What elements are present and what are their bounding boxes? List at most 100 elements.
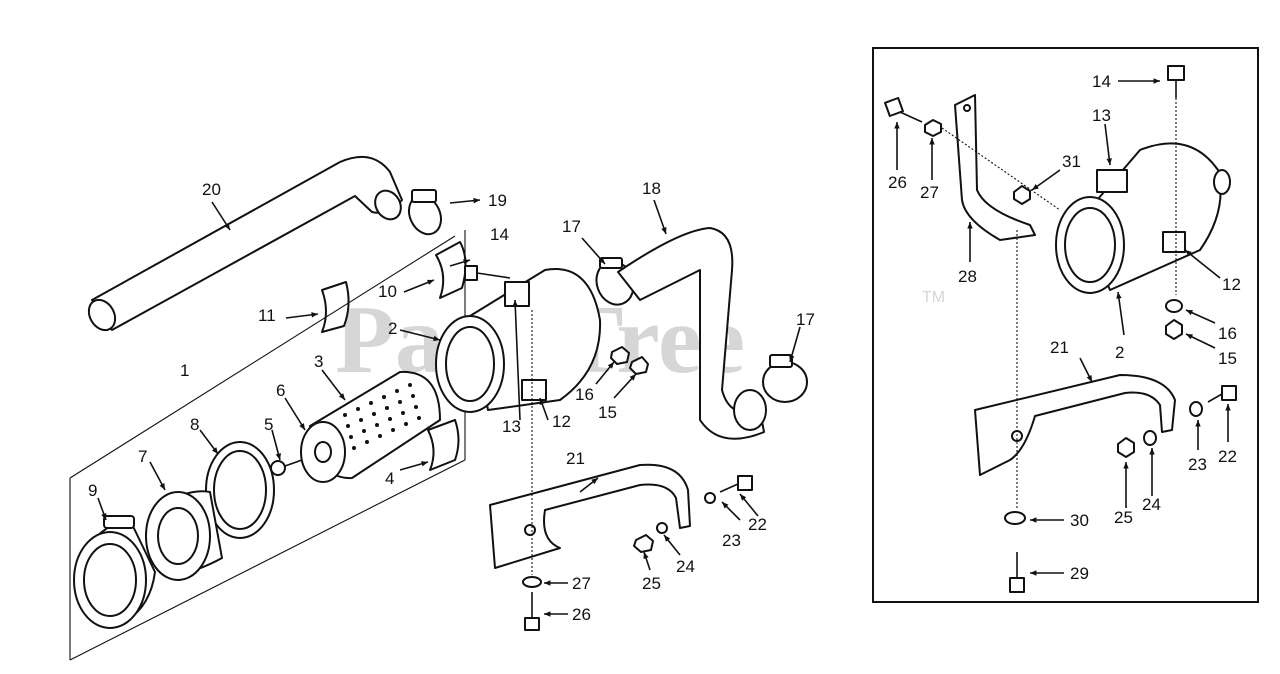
perforation [385,406,389,410]
arrowhead [512,300,518,307]
nut-15 [629,356,649,375]
filter-cartridge [300,370,441,483]
hose-clamp-17b [762,354,808,403]
arrowhead [591,478,598,485]
arrowhead [607,362,614,369]
inset-callout-24: 24 [1142,495,1161,514]
perforation [401,411,405,415]
inset-callout-30: 30 [1070,511,1089,530]
inset-bolt-26 [884,97,923,123]
arrowhead [598,257,605,264]
callout-26: 26 [572,605,591,624]
perforation [362,429,366,433]
arrowhead [629,374,636,381]
intake-pipe [87,155,403,332]
inset-callout-27: 27 [920,183,939,202]
arrowhead [1186,310,1193,316]
arrowhead [1030,570,1037,576]
callout-1: 1 [180,361,189,380]
perforation [378,434,382,438]
callout-21: 21 [566,449,585,468]
inset-nut-25 [1117,437,1135,458]
perforation [382,395,386,399]
bolt-22 [719,475,753,493]
callout-3: 3 [314,352,323,371]
outlet-hose [617,227,767,440]
inset-bracket-28 [954,94,1036,241]
callout-5: 5 [264,415,273,434]
washer-23 [704,492,716,504]
arrowhead [159,483,165,490]
perforation [369,401,373,405]
callout-11: 11 [258,306,276,325]
callout-14: 14 [490,225,509,244]
arrowhead [539,398,545,405]
perforation [372,412,376,416]
arrowhead [544,580,551,586]
callout-8: 8 [190,415,199,434]
arrowhead [463,259,470,265]
inset-nut-15 [1165,319,1183,340]
arrowhead [1186,334,1193,340]
arrowhead [1030,517,1037,523]
callout-2: 2 [388,319,397,338]
arrowhead [275,453,281,460]
cover-9 [73,515,156,629]
arrowhead [740,494,747,501]
inset-callout-22: 22 [1218,447,1237,466]
callout-7: 7 [138,447,147,466]
inset-bracket-21 [974,374,1176,476]
bracket-21 [489,463,691,569]
arrowhead [1225,404,1231,411]
arrowhead [299,423,305,430]
callout-22: 22 [748,515,767,534]
inset-washer-23 [1189,401,1203,417]
arrowhead [224,223,230,230]
perforation [343,413,347,417]
callout-4: 4 [385,469,394,488]
gasket-8 [205,441,275,539]
perforation [404,422,408,426]
inset-callout-23: 23 [1188,455,1207,474]
perforation [408,383,412,387]
arrowhead [1086,375,1092,382]
inset-frame [872,47,1259,603]
callout-10: 10 [378,282,397,301]
arrowhead [722,502,729,509]
inset-callout-14: 14 [1092,72,1111,91]
callout-13: 13 [502,417,521,436]
arrowhead [338,393,345,400]
inset-bolt-22 [1207,385,1237,403]
callout-24: 24 [676,557,695,576]
callout-27: 27 [572,574,591,593]
leader-arrowheads [101,78,1231,617]
callout-23: 23 [722,531,741,550]
watermark-trademark: TM [922,289,945,306]
inset-callout-16: 16 [1218,324,1237,343]
inset-callout-15: 15 [1218,349,1237,368]
callout-15: 15 [598,403,617,422]
arrowhead [421,461,428,467]
perforation [352,446,356,450]
inset-nut-27 [924,119,942,137]
wing-nut-5 [270,459,303,476]
arrowhead [1123,462,1129,469]
arrowhead [894,122,900,129]
callouts-main: 20 19 14 10 11 2 3 1 6 8 5 7 4 9 13 12 1… [88,179,815,624]
callout-6: 6 [276,381,285,400]
callouts-inset: 14 13 31 26 27 28 12 16 15 2 21 22 23 24… [888,72,1241,583]
arrowhead [101,513,107,520]
perforation [346,424,350,428]
arrowhead [1032,184,1039,190]
arrowhead [433,335,440,342]
lockwasher-24 [656,522,668,534]
arrowhead [661,227,667,234]
callout-17b: 17 [796,310,815,329]
callout-17a: 17 [562,217,581,236]
nut-25 [633,534,654,553]
inset-callout-29: 29 [1070,564,1089,583]
callout-20: 20 [202,180,221,199]
arrowhead [544,611,551,617]
